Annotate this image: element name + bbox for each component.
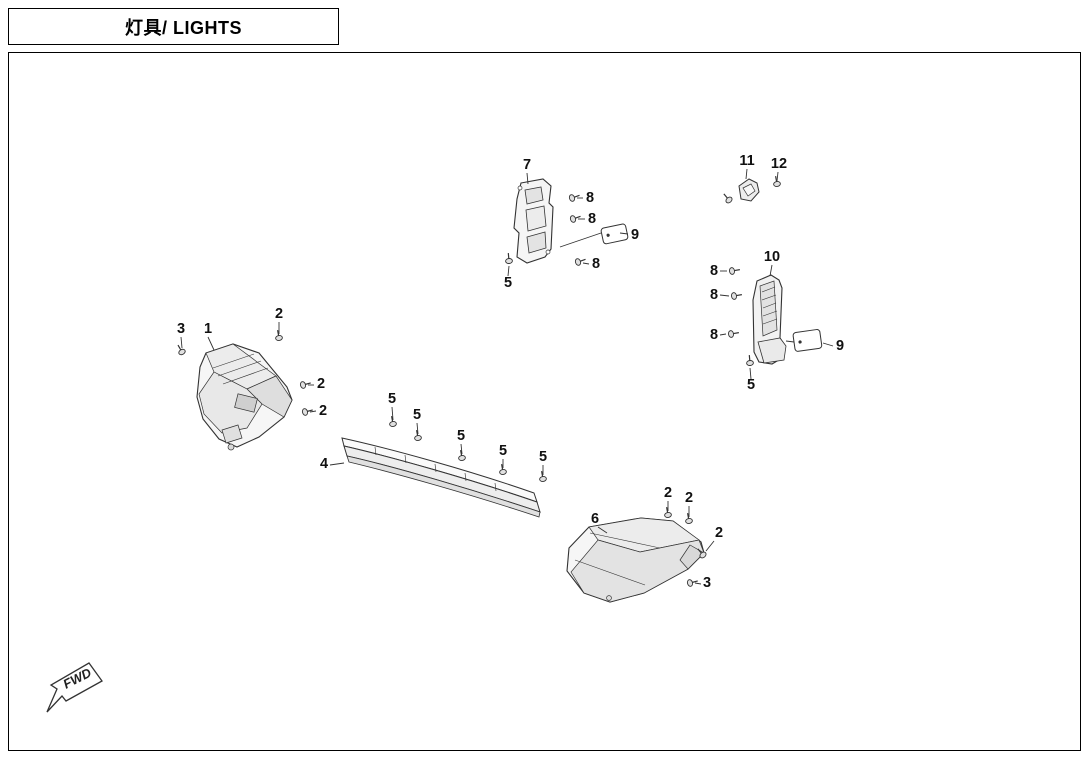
leader-line [309,410,317,413]
part-9-reflector-upper [600,223,629,245]
part-callout-6: 6 [591,511,599,527]
part-callout-5: 5 [504,275,512,291]
leader-line [822,342,834,347]
leader-line [705,540,715,552]
part-callout-9: 9 [836,338,844,354]
part-callout-3: 3 [703,575,711,591]
screw-icon [686,579,698,587]
leader-line [416,422,419,435]
part-callout-5: 5 [388,391,396,407]
leader-line [526,172,529,185]
part-callout-9: 9 [631,227,639,243]
part-callout-5: 5 [413,407,421,423]
part-callout-7: 7 [523,157,531,173]
leader-line [507,265,510,277]
title-box: 灯具/ LIGHTS [8,8,339,45]
leader-line [719,333,727,336]
screw-icon [539,471,547,482]
part-9-reflector-lower [792,329,823,352]
page-title: 灯具/ LIGHTS [125,17,242,38]
screw-icon [574,258,586,266]
screw-icon [664,507,672,518]
part-callout-8: 8 [710,263,718,279]
leader-line [329,462,345,466]
screw-icon [568,194,580,202]
leader-line [460,443,463,455]
part-callout-8: 8 [710,287,718,303]
screw-icon [697,548,707,559]
screw-icon [773,176,781,187]
screw-icon [177,344,186,356]
part-callout-4: 4 [320,456,328,472]
screw-icon [746,354,754,366]
leader-line [619,232,629,235]
part-callout-11: 11 [739,153,754,169]
part-callout-3: 3 [177,321,185,337]
part-callout-5: 5 [539,449,547,465]
leader-line [749,367,752,380]
part-callout-2: 2 [317,376,325,392]
leader-line [207,336,215,351]
part-7-bracket [513,178,554,264]
part-callout-8: 8 [588,211,596,227]
screw-icon [389,416,397,427]
part-callout-8: 8 [710,327,718,343]
screw-icon [723,193,733,204]
leader-line [180,336,183,349]
part-callout-5: 5 [499,443,507,459]
part-callout-8: 8 [592,256,600,272]
part-callout-2: 2 [319,403,327,419]
screw-icon [729,267,740,275]
screw-icon [414,430,422,441]
leader-line [597,526,608,534]
part-6-headlight-right [566,517,705,603]
part-callout-8: 8 [586,190,594,206]
leader-line [694,582,702,585]
part-4-light-bar [341,437,541,518]
part-callout-1: 1 [204,321,212,337]
leader-line [559,232,602,248]
fwd-arrow: FWD [46,662,103,713]
part-callout-5: 5 [457,428,465,444]
screw-icon [499,464,507,475]
screw-icon [569,215,581,223]
part-callout-12: 12 [771,156,787,172]
leader-line [785,340,795,343]
part-callout-2: 2 [715,525,723,541]
part-callout-2: 2 [664,485,672,501]
leader-line [745,168,748,180]
part-callout-10: 10 [764,249,780,265]
screw-icon [685,513,693,524]
screw-icon [299,381,311,389]
part-callout-2: 2 [685,490,693,506]
part-11-socket [738,178,760,202]
screw-icon [458,450,466,461]
leader-line [719,294,730,297]
part-callout-2: 2 [275,306,283,322]
leader-line [776,171,779,182]
screw-icon [728,330,739,338]
leader-line [769,264,773,277]
part-callout-5: 5 [747,377,755,393]
part-1-headlight-left [196,343,293,451]
part-10-tail-light [752,274,787,365]
screw-icon [301,408,313,416]
screw-icon [275,330,283,341]
leader-line [391,406,394,421]
diagram-frame [8,52,1081,751]
screw-icon [731,292,742,300]
leader-line [582,262,590,265]
screw-icon [505,252,513,264]
